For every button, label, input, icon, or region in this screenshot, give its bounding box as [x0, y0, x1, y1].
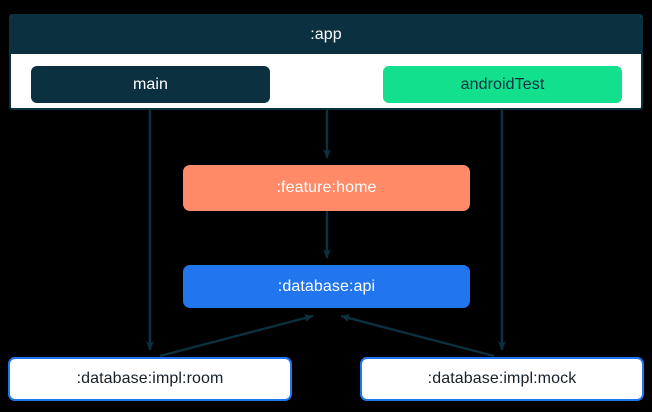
node-feature-home-label: :feature:home [276, 179, 377, 196]
node-database-impl-room[interactable]: :database:impl:room [8, 357, 292, 401]
subgraph-app-label: :app [310, 26, 342, 43]
node-database-impl-room-label: :database:impl:room [76, 370, 224, 387]
node-android-test-label: androidTest [460, 75, 545, 93]
node-database-impl-mock-label: :database:impl:mock [427, 370, 577, 387]
node-main[interactable]: main [31, 66, 270, 103]
node-main-label: main [132, 75, 169, 93]
node-database-impl-mock[interactable]: :database:impl:mock [360, 357, 644, 401]
edge-database-impl-mock-to-database-api [340, 314, 495, 358]
subgraph-app-header: :app [11, 16, 641, 54]
node-feature-home[interactable]: :feature:home [183, 165, 470, 211]
edge-database-impl-room-to-database-api [159, 314, 314, 358]
node-database-api[interactable]: :database:api [183, 265, 470, 308]
node-android-test[interactable]: androidTest [383, 66, 622, 103]
node-database-api-label: :database:api [277, 277, 376, 295]
